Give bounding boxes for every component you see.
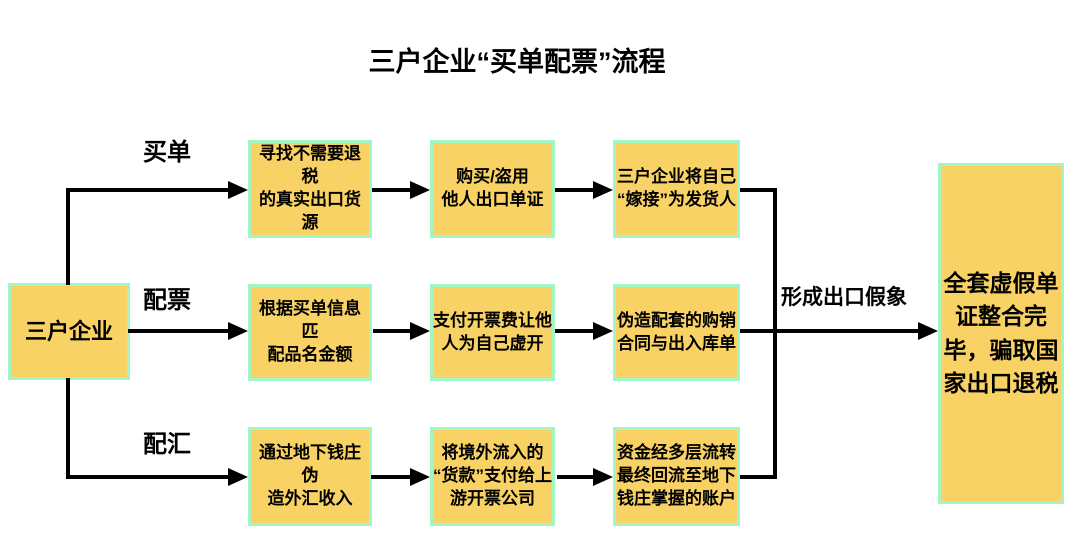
arrow-head-icon — [593, 181, 613, 199]
connector-line — [740, 475, 777, 479]
branch-label-peihui: 配汇 — [143, 431, 191, 458]
connector-line — [373, 329, 410, 333]
connector-line — [740, 188, 777, 192]
arrow-head-icon — [593, 468, 613, 486]
flow-step-node: 三户企业将自己 “嫁接”为发货人 — [613, 140, 740, 238]
arrow-head-icon — [410, 181, 430, 199]
connector-line — [66, 475, 228, 479]
arrow-head-icon — [918, 322, 938, 340]
arrow-head-icon — [228, 322, 248, 340]
arrow-head-icon — [410, 468, 430, 486]
connector-line — [372, 188, 410, 192]
connector-line — [66, 188, 70, 285]
connector-line — [557, 475, 593, 479]
merge-label: 形成出口假象 — [781, 286, 907, 309]
flow-step-node: 支付开票费让他 人为自己虚开 — [430, 284, 555, 381]
branch-label-maidan: 买单 — [143, 139, 191, 166]
flow-step-node: 购买/盗用 他人出口单证 — [430, 140, 555, 238]
flow-step-node: 将境外流入的 “货款”支付给上 游开票公司 — [430, 427, 555, 526]
flow-step-node: 资金经多层流转 最终回流至地下 钱庄掌握的账户 — [613, 427, 740, 526]
arrow-head-icon — [228, 468, 248, 486]
branch-label-peipiao: 配票 — [143, 287, 191, 314]
flow-step-node: 通过地下钱庄伪 造外汇收入 — [248, 427, 372, 526]
connector-line — [66, 378, 70, 479]
arrow-head-icon — [228, 181, 248, 199]
connector-line — [740, 329, 918, 333]
source-node: 三户企业 — [8, 283, 130, 380]
arrow-head-icon — [410, 322, 430, 340]
diagram-title: 三户企业“买单配票”流程 — [368, 47, 666, 77]
flow-step-node: 寻找不需要退税 的真实出口货源 — [248, 140, 372, 238]
connector-line — [66, 188, 228, 192]
connector-line — [555, 188, 593, 192]
flow-step-node: 伪造配套的购销 合同与出入库单 — [613, 284, 740, 381]
result-node: 全套虚假单 证整合完 毕，骗取国 家出口退税 — [938, 163, 1064, 504]
connector-line — [773, 188, 777, 479]
connector-line — [371, 475, 410, 479]
arrow-head-icon — [593, 322, 613, 340]
connector-line — [555, 329, 593, 333]
connector-line — [128, 329, 228, 333]
flow-step-node: 根据买单信息匹 配品名金额 — [248, 284, 372, 381]
